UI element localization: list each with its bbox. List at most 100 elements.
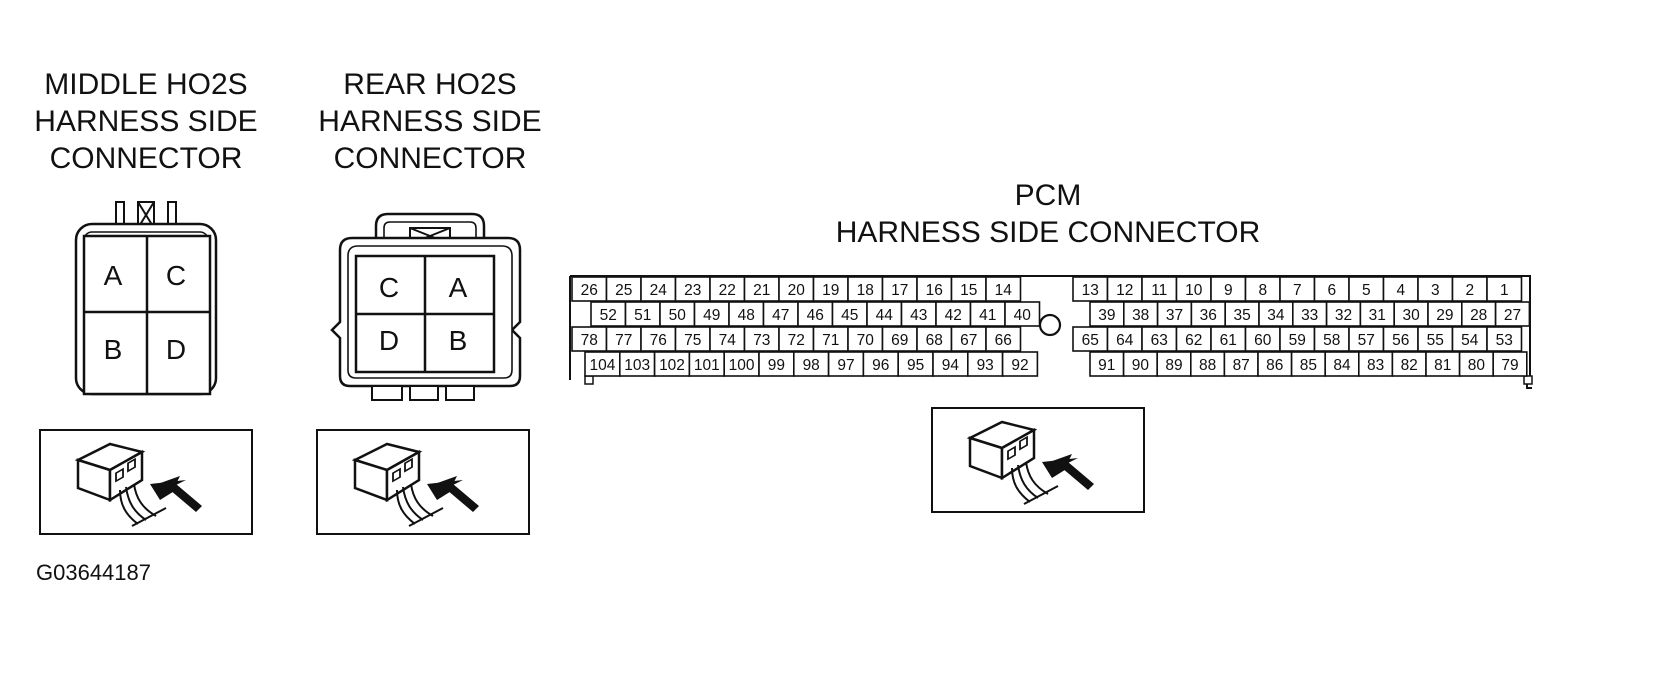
pcm-plug-icon: [930, 406, 1146, 514]
pcm-pin-cell: [1359, 301, 1396, 327]
pcm-pin-cell: [1279, 326, 1316, 352]
pcm-pin-label: 15: [960, 282, 977, 299]
pcm-pin-cell: [1325, 301, 1362, 327]
pcm-pin-label: 38: [1132, 307, 1149, 324]
pcm-pin-label: 90: [1132, 357, 1150, 374]
pcm-pin-label: 100: [729, 357, 755, 374]
pcm-pin-label: 83: [1367, 357, 1384, 374]
pcm-pin-cell: [1494, 301, 1531, 327]
pcm-pin-label: 70: [857, 332, 875, 349]
pcm-pin-cell: [1382, 326, 1419, 352]
pcm-pin-cell: [723, 351, 760, 377]
pcm-pin-cell: [1451, 276, 1488, 302]
pcm-pin-cell: [693, 301, 730, 327]
pcm-pin-cell: [812, 276, 849, 302]
pcm-pin-label: 20: [788, 282, 806, 299]
pcm-pin-label: 58: [1323, 332, 1340, 349]
pcm-pin-label: 32: [1335, 307, 1352, 324]
pcm-pin-label: 61: [1220, 332, 1237, 349]
pcm-pin-label: 30: [1402, 307, 1420, 324]
pcm-pin-cell: [1427, 301, 1463, 327]
pcm-pin-cell: [709, 326, 746, 352]
pcm-pin-label: 92: [1011, 357, 1028, 374]
pcm-pin-cell: [674, 276, 711, 302]
pcm-pin-cell: [1001, 351, 1039, 377]
pcm-pin-label: 27: [1504, 307, 1521, 324]
pcm-pin-label: 91: [1098, 357, 1115, 374]
pcm-pin-label: 41: [979, 307, 996, 324]
pcm-pin-cell: [1141, 276, 1178, 302]
pcm-pin-cell: [584, 351, 621, 377]
rear-pin-a: A: [449, 272, 468, 303]
pcm-pin-label: 94: [942, 357, 960, 374]
pcm-pin-label: 67: [960, 332, 977, 349]
pcm-pin-label: 26: [581, 282, 598, 299]
pcm-pin-label: 95: [907, 357, 924, 374]
pcm-pin-label: 69: [891, 332, 908, 349]
pcm-pin-cell: [1492, 351, 1528, 377]
pcm-pin-cell: [1122, 351, 1158, 377]
pcm-pin-cell: [950, 276, 987, 302]
pcm-pin-cell: [985, 276, 1022, 302]
pcm-pin-label: 73: [753, 332, 770, 349]
pcm-pin-cell: [1458, 351, 1494, 377]
pcm-pin-cell: [640, 276, 677, 302]
pcm-pin-cell: [932, 351, 969, 377]
pcm-pin-label: 84: [1333, 357, 1351, 374]
pcm-pin-cell: [571, 326, 608, 352]
pcm-pin-cell: [1417, 326, 1454, 352]
pcm-pin-cell: [1004, 301, 1041, 327]
pcm-pin-label: 3: [1431, 282, 1440, 299]
pcm-pin-cell: [674, 326, 711, 352]
pcm-pin-cell: [1486, 326, 1523, 352]
pcm-pin-cell: [950, 326, 987, 352]
pcm-pin-label: 63: [1151, 332, 1168, 349]
rear-title-line1: REAR HO2S: [343, 68, 516, 101]
pcm-pin-cell: [653, 351, 691, 377]
pcm-pin-cell: [1486, 276, 1523, 302]
pcm-pin-cell: [618, 351, 656, 377]
pcm-pin-label: 88: [1199, 357, 1216, 374]
pcm-pin-label: 45: [841, 307, 858, 324]
pcm-pin-label: 55: [1427, 332, 1444, 349]
pcm-pin-cell: [881, 326, 918, 352]
middle-pin-b: B: [104, 334, 123, 365]
pcm-pin-label: 4: [1396, 282, 1405, 299]
pcm-pin-cell: [916, 276, 953, 302]
pcm-pin-label: 36: [1200, 307, 1217, 324]
pcm-pin-cell: [831, 301, 868, 327]
pcm-pin-label: 49: [703, 307, 720, 324]
pcm-pin-label: 74: [719, 332, 737, 349]
pcm-pin-label: 77: [615, 332, 632, 349]
pcm-pin-cell: [1072, 276, 1109, 302]
pcm-pin-label: 8: [1258, 282, 1267, 299]
pcm-pin-label: 39: [1098, 307, 1115, 324]
pcm-pin-label: 42: [945, 307, 962, 324]
pcm-pin-label: 75: [684, 332, 701, 349]
rear-pin-c: C: [379, 272, 399, 303]
pcm-pin-cell: [1156, 301, 1193, 327]
pcm-pin-label: 43: [910, 307, 927, 324]
pcm-pin-label: 48: [738, 307, 755, 324]
pcm-pin-label: 60: [1254, 332, 1272, 349]
pcm-pin-label: 47: [772, 307, 789, 324]
pcm-pin-label: 9: [1224, 282, 1233, 299]
pcm-pin-label: 12: [1116, 282, 1133, 299]
pcm-pin-label: 80: [1468, 357, 1486, 374]
pcm-pin-cell: [640, 326, 677, 352]
pcm-pin-label: 65: [1082, 332, 1099, 349]
rear-title-line2: HARNESS SIDE: [318, 105, 541, 138]
pcm-pin-label: 87: [1233, 357, 1250, 374]
pcm-pin-cell: [1257, 351, 1293, 377]
pcm-pin-label: 28: [1470, 307, 1487, 324]
pcm-pin-label: 102: [659, 357, 685, 374]
rear-pin-b: B: [449, 325, 468, 356]
pcm-pin-cell: [1382, 276, 1419, 302]
pcm-pin-label: 29: [1436, 307, 1453, 324]
pcm-pin-cell: [969, 301, 1006, 327]
pcm-pin-label: 10: [1185, 282, 1203, 299]
middle-pin-d: D: [166, 334, 186, 365]
pcm-pin-label: 71: [822, 332, 839, 349]
